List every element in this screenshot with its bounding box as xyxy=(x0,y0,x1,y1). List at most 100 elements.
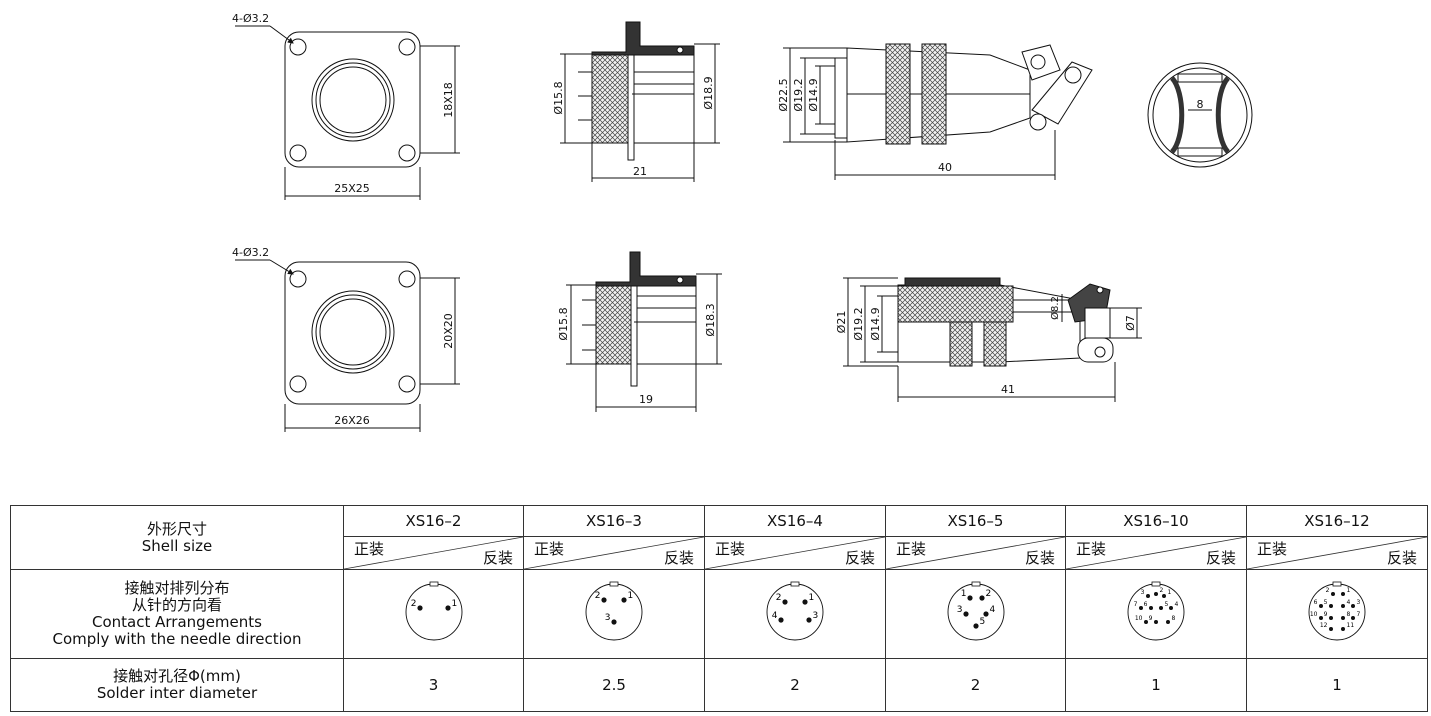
mount-type-cell: 正装反装 xyxy=(343,536,524,570)
shell-size-en: Shell size xyxy=(141,536,213,555)
pin-dot xyxy=(1154,592,1158,596)
pin-dot xyxy=(1351,604,1355,608)
mount-reverse-label: 反装 xyxy=(1024,549,1055,567)
spec-table: 外形尺寸 Shell size XS16–2 XS16–3 XS16–4 XS1… xyxy=(10,505,1428,712)
model-header: XS16–3 xyxy=(523,505,705,537)
pin-number: 3 xyxy=(1141,589,1145,596)
pin-number: 5 xyxy=(1324,599,1328,606)
pin-number: 2 xyxy=(1326,587,1330,594)
hole-label-2: 4-Ø3.2 xyxy=(232,246,269,259)
key-notch xyxy=(429,581,438,587)
pin-dot xyxy=(1169,606,1173,610)
pin-number: 2 xyxy=(410,599,416,609)
pin-dot xyxy=(1149,606,1153,610)
pin-number: 4 xyxy=(1347,599,1351,606)
diagonal-divider xyxy=(886,537,1065,569)
plug-dia-a-1: Ø22.5 xyxy=(777,78,790,111)
pin-dot xyxy=(782,599,788,605)
plug-length-2: 41 xyxy=(1001,383,1015,396)
pin-number: 1 xyxy=(960,589,966,599)
diagonal-divider xyxy=(1247,537,1427,569)
pin-number: 8 xyxy=(1172,615,1176,622)
pin-number: 4 xyxy=(989,605,995,615)
pin-number: 7 xyxy=(1357,611,1361,618)
diagonal-divider xyxy=(705,537,885,569)
pin-dot xyxy=(1329,616,1333,620)
pin-dot xyxy=(611,619,617,625)
pin-dot xyxy=(1319,604,1323,608)
mount-type-cell: 正装反装 xyxy=(523,536,705,570)
pin-number: 10 xyxy=(1310,611,1318,618)
pin-dot xyxy=(601,597,607,603)
plug-side-view-2 xyxy=(843,277,1142,402)
flange-width-label-1: 25X25 xyxy=(334,182,370,195)
pin-number: 5 xyxy=(1165,601,1169,608)
pin-number: 3 xyxy=(956,605,962,615)
diagonal-divider xyxy=(524,537,704,569)
model-header: XS16–4 xyxy=(704,505,886,537)
side-dia-a-1: Ø15.8 xyxy=(552,81,565,114)
pin-number: 7 xyxy=(1134,601,1138,608)
plug-dia-c-2: Ø14.9 xyxy=(869,307,882,340)
side-length-1: 21 xyxy=(633,165,647,178)
pin-number: 6 xyxy=(1144,601,1148,608)
pin-dot xyxy=(1341,627,1345,631)
mount-front-label: 正装 xyxy=(1076,540,1107,558)
pin-dot xyxy=(416,605,423,611)
mount-type-cell: 正装反装 xyxy=(704,536,886,570)
pin-number: 4 xyxy=(772,611,778,621)
pin-number: 2 xyxy=(1160,587,1164,594)
pin-number: 1 xyxy=(451,599,457,609)
model-header: XS16–10 xyxy=(1065,505,1247,537)
solder-diameter-value: 2.5 xyxy=(523,658,705,712)
mount-reverse-label: 反装 xyxy=(1386,549,1417,567)
pin-number: 8 xyxy=(1347,611,1351,618)
pin-dot xyxy=(1154,620,1158,624)
plug-dia-e-2: Ø7 xyxy=(1124,315,1137,331)
diagonal-divider xyxy=(344,537,523,569)
pin-dot xyxy=(1319,616,1323,620)
pin-dot xyxy=(972,623,979,629)
pin-dot xyxy=(1139,606,1143,610)
pin-number: 9 xyxy=(1324,611,1328,618)
pin-dot xyxy=(1166,620,1170,624)
pin-number: 11 xyxy=(1347,622,1355,629)
technical-drawings: 4-Ø3.2 18X18 25X25 Ø15.8 Ø18.9 21 xyxy=(232,12,1253,432)
shell-size-header: 外形尺寸 Shell size xyxy=(10,505,344,570)
solder-diameter-value: 2 xyxy=(885,658,1066,712)
solder-diameter-value: 2 xyxy=(704,658,886,712)
flange-height-label-2: 20X20 xyxy=(442,313,455,349)
key-notch xyxy=(1151,581,1161,587)
solder-diameter-value: 1 xyxy=(1246,658,1428,712)
plug-dia-b-1: Ø19.2 xyxy=(792,78,805,111)
pin-number: 1 xyxy=(809,593,815,603)
solder-cn: 接触对孔径Φ(mm) xyxy=(113,667,241,685)
pin-number: 10 xyxy=(1135,615,1143,622)
pin-dot xyxy=(1162,594,1166,598)
contact-cn-2: 从针的方向看 xyxy=(131,596,222,614)
flange-height-label-1: 18X18 xyxy=(442,82,455,118)
pin-number: 2 xyxy=(985,589,991,599)
socket-side-view-2 xyxy=(566,251,722,412)
model-header: XS16–5 xyxy=(885,505,1066,537)
pin-dot xyxy=(444,605,451,611)
clamp-end-view xyxy=(1147,62,1253,168)
clamp-width-label: 8 xyxy=(1197,98,1204,111)
pin-dot xyxy=(1341,604,1345,608)
pin-dot xyxy=(1341,616,1345,620)
pin-number: 4 xyxy=(1175,601,1179,608)
contact-en-2: Comply with the needle direction xyxy=(52,630,302,648)
plug-side-view-1 xyxy=(783,43,1093,180)
pin-number: 6 xyxy=(1314,599,1318,606)
flange-width-label-2: 26X26 xyxy=(334,414,370,427)
pin-dot xyxy=(1329,627,1333,631)
pin-number: 3 xyxy=(813,611,819,621)
